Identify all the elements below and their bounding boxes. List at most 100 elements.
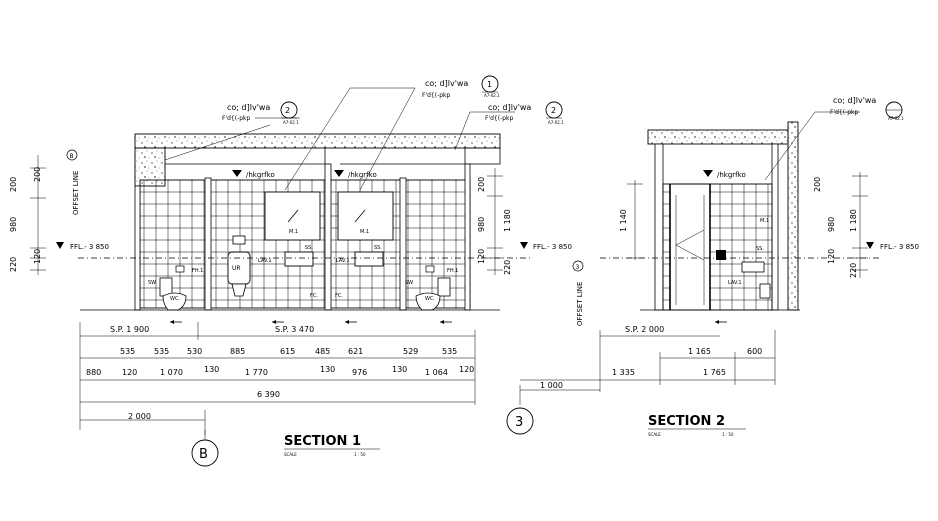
section-2-drawing xyxy=(600,101,903,324)
dim-text: 120 xyxy=(459,365,474,374)
lavatory-basin xyxy=(741,261,765,273)
section-1-scale-label: SCALE xyxy=(284,452,297,457)
section-2-dimensions xyxy=(519,172,868,405)
partition xyxy=(399,177,407,311)
dim-text: 200 xyxy=(813,177,822,192)
ffl-label: FFL.- 3 850 xyxy=(533,243,572,251)
section-2-labels: co; d]lv'wa F'd{(-pkp A7-02.1 /hkgrfko M… xyxy=(540,96,919,437)
dim-text: 1 180 xyxy=(503,209,512,232)
dim-text: 885 xyxy=(230,347,245,356)
ffl-label: FFL.- 3 850 xyxy=(70,243,109,251)
section-1-labels: co; d]lv'wa F'd{(-pkp 2 A7-02.1 co; d]lv… xyxy=(9,79,572,457)
dim-text: 1 770 xyxy=(245,368,268,377)
dim-text: 120 xyxy=(827,249,836,264)
callout-2-text-1: co; d]lv'wa xyxy=(227,103,270,112)
dim-text: 600 xyxy=(747,347,762,356)
dim-text: 220 xyxy=(9,257,18,272)
dim-text: 980 xyxy=(827,217,836,232)
dim-text: 1 070 xyxy=(160,368,183,377)
callout-3-text-1: co; d]lv'wa xyxy=(833,96,876,105)
fixture-label: FH.1 xyxy=(192,268,203,274)
lavatory-basin xyxy=(284,251,314,267)
dim-text: 535 xyxy=(154,347,169,356)
callout-3-ref: A7-02.1 xyxy=(888,116,904,121)
grid-marker-label: B xyxy=(199,447,208,462)
fixture-label: M.1 xyxy=(760,218,769,224)
grid-marker-3: 3 xyxy=(506,407,534,435)
dim-text: 980 xyxy=(477,217,486,232)
dim-text: 200 xyxy=(477,177,486,192)
level-marker xyxy=(232,170,242,177)
dim-text: 130 xyxy=(320,365,335,374)
callout-2b-text-1: co; d]lv'wa xyxy=(488,103,531,112)
dim-text: 2 000 xyxy=(128,412,151,421)
fixture-label: M.1 xyxy=(289,229,298,235)
section-1-title: SECTION 1 xyxy=(284,434,361,449)
wc-bowl xyxy=(415,292,441,311)
grid-marker-label: 3 xyxy=(515,415,523,430)
fixture-label: FC. xyxy=(335,293,343,299)
dim-text: S.P. 1 900 xyxy=(110,325,149,334)
section-2-scale-value: 1 : 50 xyxy=(722,432,734,437)
dim-text: 485 xyxy=(315,347,330,356)
dim-text: 120 xyxy=(122,368,137,377)
fixture-label: LAV.1 xyxy=(336,258,350,264)
section-1-dimensions xyxy=(30,155,503,435)
dim-text: 200 xyxy=(9,177,18,192)
level-marker xyxy=(703,170,713,177)
room-label: /hkgrfko xyxy=(348,171,377,179)
offset-line-label: OFFSET LINE xyxy=(576,282,584,326)
fixture-label: FH.1 xyxy=(447,268,458,274)
callout-1-number: 1 xyxy=(487,80,492,89)
fixture-label: LAV.1 xyxy=(258,258,272,264)
offset-line-label: OFFSET LINE xyxy=(72,171,80,215)
section-2-title: SECTION 2 xyxy=(648,414,725,429)
offset-line-number: B xyxy=(70,153,74,160)
dim-text: 529 xyxy=(403,347,418,356)
offset-line-number: 3 xyxy=(576,264,580,271)
dim-text: 530 xyxy=(187,347,202,356)
section-2-scale-label: SCALE xyxy=(648,432,661,437)
callout-1-text-2: F'd{(-pkp xyxy=(422,92,451,99)
room-label: /hkgrfko xyxy=(246,171,275,179)
dim-text: 535 xyxy=(120,347,135,356)
dim-text: 880 xyxy=(86,368,101,377)
fixture-label: LAV.1 xyxy=(728,280,742,286)
partition xyxy=(204,177,212,311)
dim-text: 1 335 xyxy=(612,368,635,377)
callout-1-ref: A7-02.1 xyxy=(484,93,500,98)
section-1-drawing xyxy=(56,75,563,324)
fixture-label: SS. xyxy=(305,245,313,251)
fixture-label: UR xyxy=(232,265,241,272)
fixture-label: SW xyxy=(405,280,413,286)
ffl-label: FFL.- 3 850 xyxy=(880,243,919,251)
dim-text: 220 xyxy=(503,260,512,275)
dim-text: 1 064 xyxy=(425,368,448,377)
dim-text: 200 xyxy=(33,167,42,182)
room-label: /hkgrfko xyxy=(717,171,746,179)
dim-text: 976 xyxy=(352,368,367,377)
dim-text: 1 765 xyxy=(703,368,726,377)
dim-text: 1 000 xyxy=(540,381,563,390)
dim-text: 535 xyxy=(442,347,457,356)
roof-slab xyxy=(134,133,501,149)
dim-text: 6 390 xyxy=(257,390,280,399)
callout-1-text-1: co; d]lv'wa xyxy=(425,79,468,88)
fixture-label: SW xyxy=(148,280,156,286)
dim-text: 120 xyxy=(477,249,486,264)
section-1-scale-value: 1 : 50 xyxy=(354,452,366,457)
mirror xyxy=(337,191,394,241)
dim-text: 1 165 xyxy=(688,347,711,356)
fixture-label: SS. xyxy=(756,246,764,252)
callout-3-text-2: F'd{(-pkp xyxy=(830,109,859,116)
fixture-label: WC. xyxy=(170,296,180,302)
wc-cistern xyxy=(437,277,451,297)
fixture-label: SS. xyxy=(374,245,382,251)
roof-slab xyxy=(647,129,789,145)
fixture-label: WC. xyxy=(425,296,435,302)
dim-text: 615 xyxy=(280,347,295,356)
callout-2b-ref: A7-02.1 xyxy=(548,120,564,125)
level-marker xyxy=(334,170,344,177)
dim-text: 130 xyxy=(392,365,407,374)
